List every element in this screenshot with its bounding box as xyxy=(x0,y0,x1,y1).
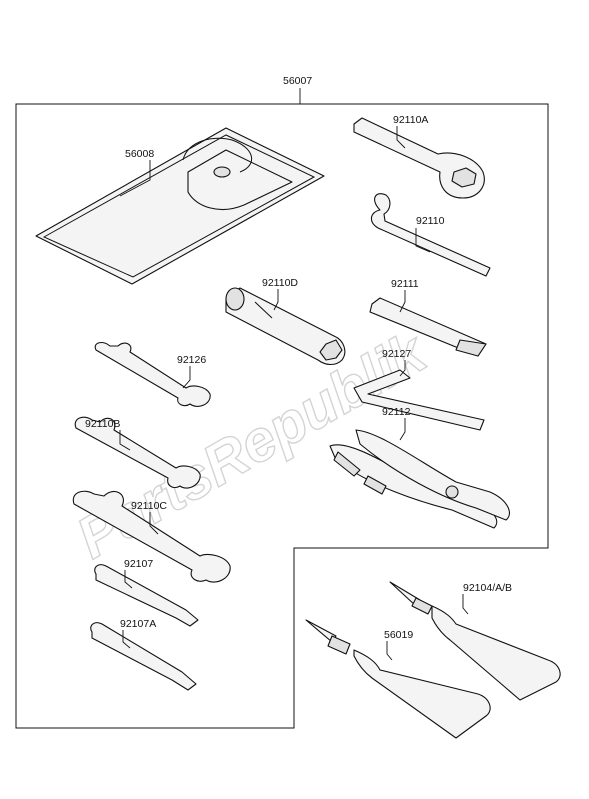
label-92110: 92110 xyxy=(416,215,445,227)
label-92107: 92107 xyxy=(124,558,153,570)
label-92110a: 92110A xyxy=(393,114,428,126)
label-56019: 56019 xyxy=(384,629,413,641)
wrench-92126[interactable] xyxy=(94,341,211,407)
label-92107a: 92107A xyxy=(120,618,156,630)
screwdriver-92107[interactable] xyxy=(94,564,199,627)
label-92111: 92111 xyxy=(391,278,419,290)
tube-56019[interactable] xyxy=(305,619,491,739)
handle-bar-92111[interactable] xyxy=(369,297,487,357)
label-92110d: 92110D xyxy=(262,277,298,289)
label-92112: 92112 xyxy=(382,406,411,418)
screwdriver-92107a[interactable] xyxy=(90,622,197,691)
pliers-92112[interactable] xyxy=(329,429,510,529)
kit-boundary xyxy=(15,103,549,729)
label-92104: 92104/A/B xyxy=(463,582,512,594)
tube-92104[interactable] xyxy=(389,581,561,701)
label-92110b: 92110B xyxy=(85,418,120,430)
tool-pouch[interactable] xyxy=(35,127,325,285)
wrench-92110c[interactable] xyxy=(72,490,231,583)
label-92110c: 92110C xyxy=(131,500,167,512)
label-56008: 56008 xyxy=(125,148,154,160)
kit-label: 56007 xyxy=(283,75,312,87)
label-92126: 92126 xyxy=(177,354,206,366)
label-92127: 92127 xyxy=(382,348,411,360)
box-wrench-92110d[interactable] xyxy=(225,287,346,366)
ring-spanner-92110a[interactable] xyxy=(353,117,485,199)
hook-spanner-92110[interactable] xyxy=(370,193,491,277)
hex-key-92127[interactable] xyxy=(353,369,485,431)
wrench-92110b[interactable] xyxy=(74,416,201,489)
